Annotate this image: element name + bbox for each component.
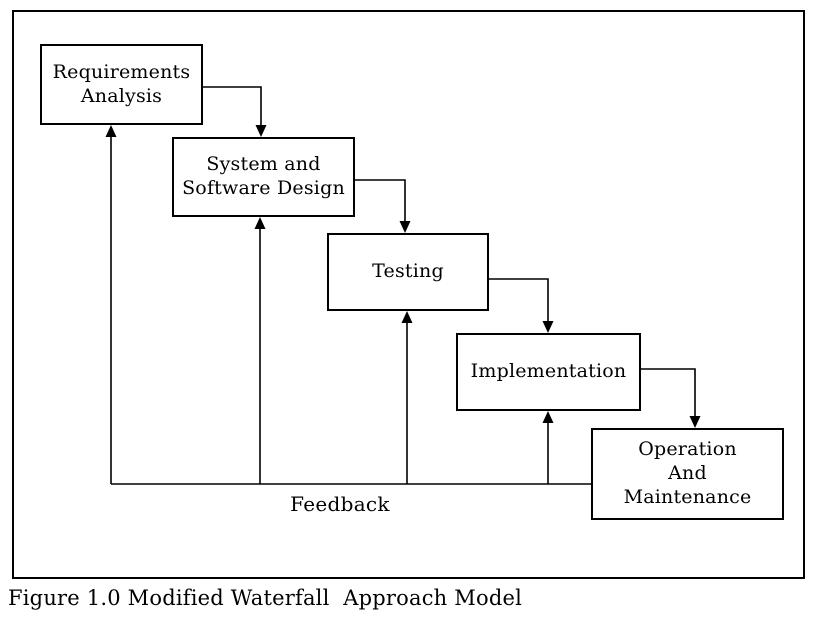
node-label-line: System and	[206, 153, 321, 176]
connector-line	[355, 179, 406, 221]
arrowhead-down	[542, 321, 554, 333]
node-label-line: Implementation	[470, 360, 627, 383]
node-system-software-design: System and Software Design	[172, 137, 355, 217]
node-label-line: Software Design	[182, 177, 345, 199]
arrowhead-down	[399, 221, 411, 233]
connector-design-to-testing	[355, 179, 411, 233]
connector-requirements-to-design	[203, 86, 267, 137]
feedback-arrow-to-requirements	[105, 125, 117, 484]
arrowhead-down	[255, 125, 267, 137]
node-testing: Testing	[327, 233, 489, 311]
diagram-border	[12, 10, 805, 579]
feedback-arrow-to-implementation	[542, 411, 554, 484]
connector-testing-to-implementation	[489, 278, 554, 333]
connector-line	[641, 368, 696, 416]
connector-implementation-to-operation	[641, 368, 701, 428]
node-implementation: Implementation	[456, 333, 641, 411]
arrowhead-down	[689, 416, 701, 428]
node-label-line: Analysis	[80, 84, 163, 107]
node-label-line: And	[668, 462, 707, 485]
connector-line	[489, 278, 549, 321]
node-operation-maintenance: Operation And Maintenance	[591, 428, 784, 520]
node-requirements-analysis: Requirements Analysis	[40, 44, 203, 125]
node-label-line: Testing	[372, 260, 444, 283]
arrowhead-up	[254, 217, 266, 229]
node-label-line: Operation	[638, 438, 737, 461]
figure-caption: Figure 1.0 Modified Waterfall Approach M…	[8, 586, 523, 610]
arrowhead-up	[105, 125, 117, 137]
connector-line	[203, 86, 262, 125]
arrowhead-up	[542, 411, 554, 423]
node-label-line: Maintenance	[623, 485, 752, 508]
feedback-arrow-to-design	[254, 217, 266, 484]
feedback-label: Feedback	[290, 492, 390, 516]
node-label-line: Requirements	[52, 60, 191, 83]
arrowhead-up	[401, 311, 413, 323]
feedback-arrow-to-testing	[401, 311, 413, 484]
